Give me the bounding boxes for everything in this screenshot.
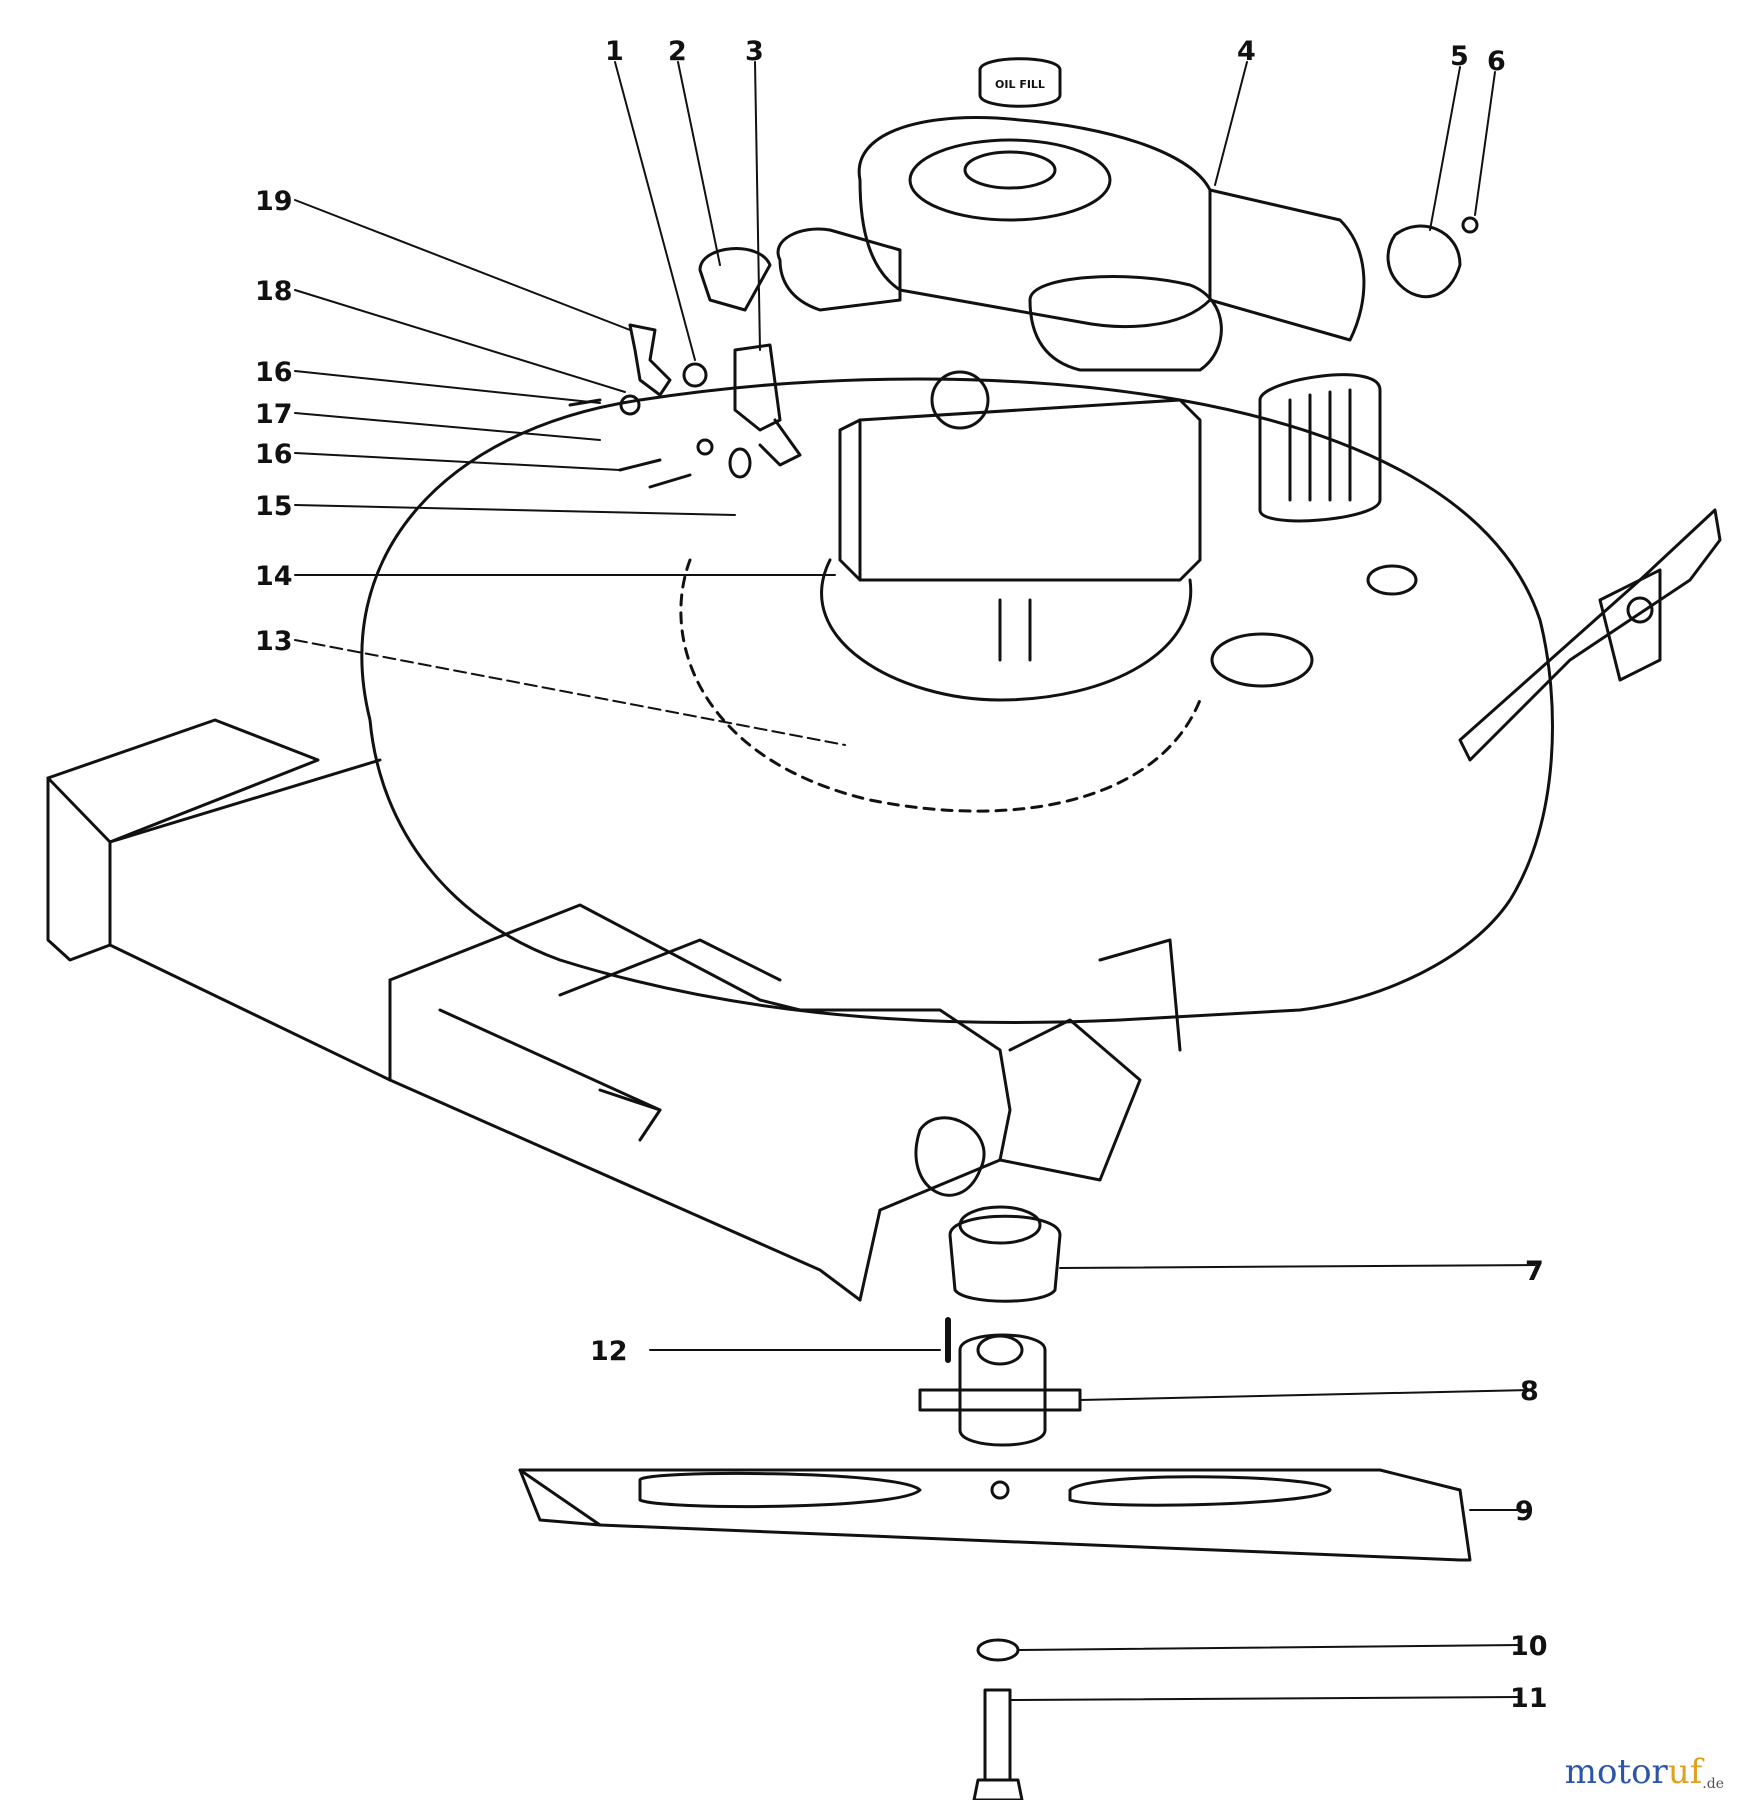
callout-9: 9 bbox=[1515, 1496, 1534, 1527]
watermark-main: motor bbox=[1564, 1752, 1668, 1792]
callout-15: 15 bbox=[255, 491, 293, 522]
callout-16b: 16 bbox=[255, 357, 293, 388]
engine bbox=[776, 57, 1382, 702]
callout-2: 2 bbox=[668, 36, 687, 67]
part-5-cover-plate bbox=[1386, 216, 1479, 299]
mower-deck bbox=[360, 377, 1554, 1024]
callout-19: 19 bbox=[255, 186, 293, 217]
callout-10: 10 bbox=[1510, 1631, 1548, 1662]
callout-13: 13 bbox=[255, 626, 293, 657]
callout-4: 4 bbox=[1237, 36, 1256, 67]
callout-1: 1 bbox=[605, 36, 624, 67]
discharge-chute bbox=[46, 718, 862, 1302]
callout-18: 18 bbox=[255, 276, 293, 307]
watermark-accent: uf bbox=[1667, 1752, 1703, 1792]
watermark: motoruf.de bbox=[1565, 1752, 1724, 1792]
rear-axle-bracket bbox=[798, 938, 1182, 1302]
callout-11: 11 bbox=[1510, 1683, 1548, 1714]
callout-17: 17 bbox=[255, 399, 293, 430]
throttle-control-parts bbox=[568, 247, 802, 489]
callout-16a: 16 bbox=[255, 439, 293, 470]
leader-lines bbox=[294, 61, 1536, 1701]
callout-6: 6 bbox=[1487, 46, 1506, 77]
callout-12: 12 bbox=[590, 1336, 628, 1367]
callout-14: 14 bbox=[255, 561, 293, 592]
right-height-adjuster bbox=[1458, 508, 1722, 762]
callout-5: 5 bbox=[1450, 41, 1469, 72]
callout-numbers: 1 2 3 4 5 6 7 8 9 10 11 12 13 14 15 16 1… bbox=[255, 36, 1548, 1714]
callout-7: 7 bbox=[1525, 1256, 1544, 1287]
oil-fill-label: OIL FILL bbox=[995, 78, 1045, 91]
callout-3: 3 bbox=[745, 36, 764, 67]
watermark-domain: .de bbox=[1702, 1776, 1724, 1792]
callout-8: 8 bbox=[1520, 1376, 1539, 1407]
blade-assembly bbox=[518, 1205, 1472, 1800]
